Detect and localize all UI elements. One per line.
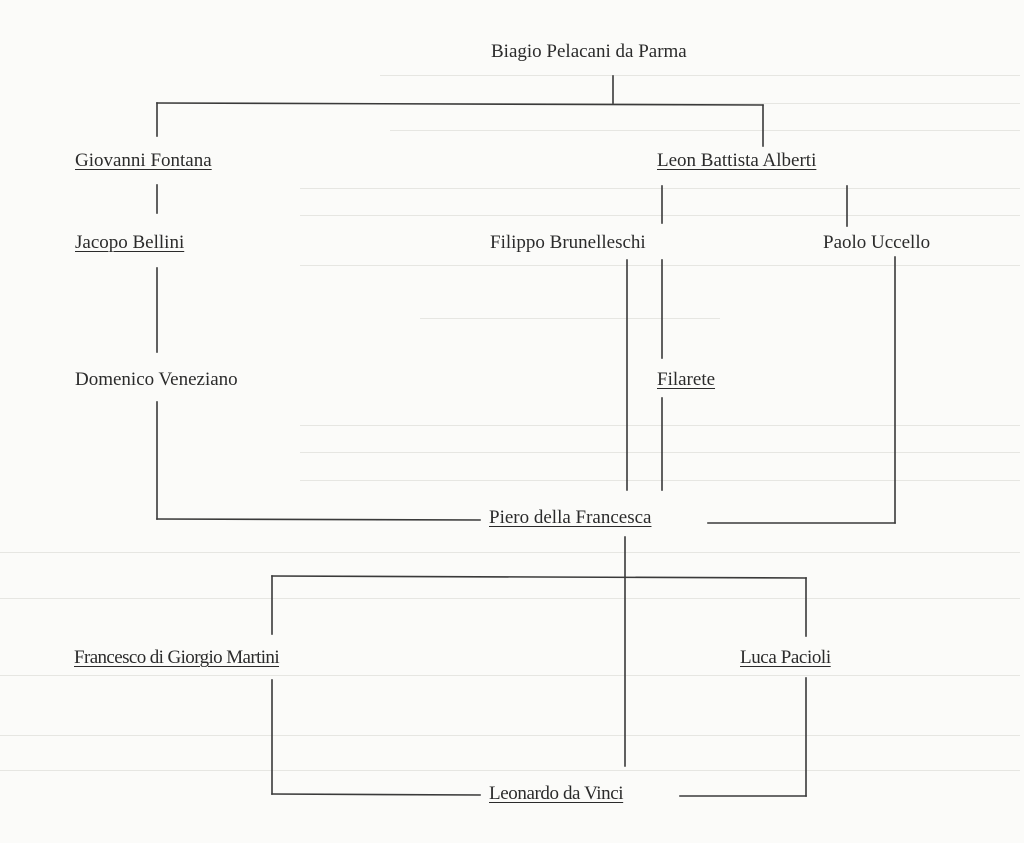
node-jacopo-bellini: Jacopo Bellini (75, 232, 185, 253)
node-piero-della-francesca: Piero della Francesca (489, 507, 652, 528)
edge-piero-bar (271, 575, 807, 579)
node-domenico-veneziano: Domenico Veneziano (75, 369, 238, 390)
edge-biagio-bar (156, 102, 764, 106)
node-luca-pacioli: Luca Pacioli (740, 647, 831, 668)
edge-veneziano-piero (156, 518, 481, 521)
node-paolo-uccello: Paolo Uccello (823, 232, 931, 253)
node-leon-battista-alberti: Leon Battista Alberti (657, 150, 817, 171)
node-leonardo-da-vinci: Leonardo da Vinci (489, 783, 624, 804)
node-giovanni-fontana: Giovanni Fontana (75, 150, 212, 171)
node-biagio-pelacani: Biagio Pelacani da Parma (491, 41, 687, 62)
node-filarete: Filarete (657, 369, 716, 390)
node-filippo-brunelleschi: Filippo Brunelleschi (490, 232, 646, 253)
edge-martini-leonardo (271, 793, 481, 796)
node-francesco-di-giorgio-martini: Francesco di Giorgio Martini (74, 647, 280, 668)
